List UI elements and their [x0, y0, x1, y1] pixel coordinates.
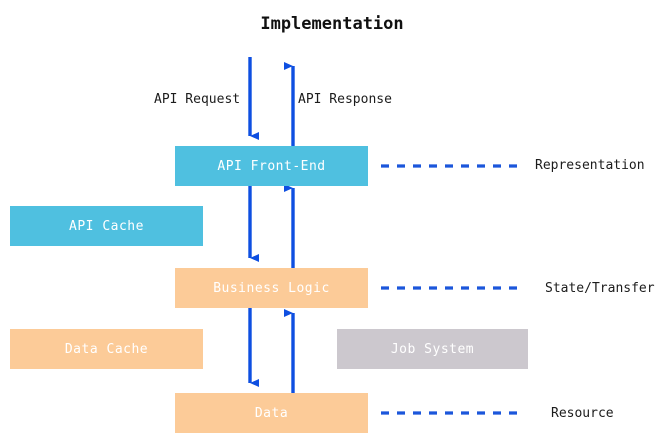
node-business-logic[interactable]: Business Logic [175, 268, 368, 308]
node-label-job-system: Job System [390, 341, 475, 357]
arrow-label-api-response: API Response [298, 92, 392, 107]
node-label-data: Data [254, 405, 289, 421]
node-label-api-front-end: API Front-End [217, 158, 326, 174]
node-label-data-cache: Data Cache [64, 341, 149, 357]
side-label-resource: Resource [551, 406, 614, 421]
node-label-api-cache: API Cache [69, 218, 144, 234]
node-api-cache[interactable]: API Cache [10, 206, 203, 246]
node-api-front-end[interactable]: API Front-End [175, 146, 368, 186]
arrow-label-api-request: API Request [154, 92, 241, 107]
page-title: Implementation [260, 14, 404, 34]
side-label-state-transfer: State/Transfer [545, 281, 655, 296]
node-label-business-logic: Business Logic [213, 280, 330, 296]
side-label-representation: Representation [535, 158, 645, 173]
node-data[interactable]: Data [175, 393, 368, 433]
node-job-system[interactable]: Job System [337, 329, 528, 369]
node-data-cache[interactable]: Data Cache [10, 329, 203, 369]
